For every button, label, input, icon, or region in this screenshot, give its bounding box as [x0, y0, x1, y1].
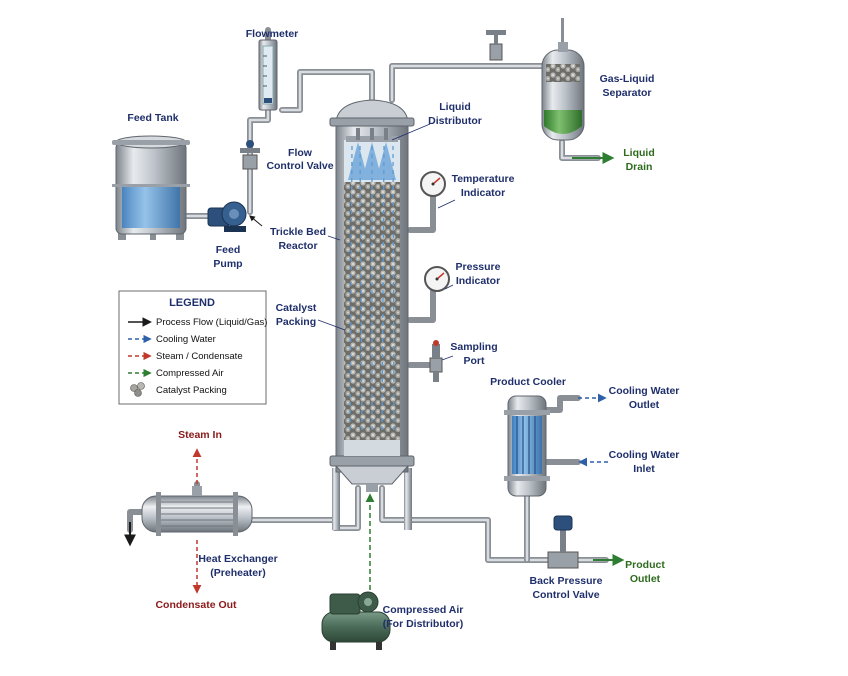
legend-item-process-flow: Process Flow (Liquid/Gas) [156, 317, 267, 328]
label-product-outlet-1: Product [625, 559, 665, 571]
label-cooling-water-inlet-1: Cooling Water [609, 449, 680, 461]
label-product-cooler: Product Cooler [490, 376, 566, 388]
label-flow-control-valve-1: Flow [288, 147, 313, 159]
label-pressure-indicator-2: Indicator [456, 275, 500, 287]
label-heat-exchanger-2: (Preheater) [210, 567, 265, 579]
label-cooling-water-inlet-2: Inlet [633, 463, 655, 475]
feed-pump [208, 202, 246, 232]
feed-pump-pointer [250, 216, 262, 226]
label-catalyst-packing-2: Packing [276, 316, 316, 328]
label-feed-tank: Feed Tank [127, 112, 178, 124]
label-temperature-indicator-1: Temperature [452, 173, 515, 185]
label-liquid-distributor-1: Liquid [439, 101, 471, 113]
trickle-bed-reactor [330, 100, 414, 530]
air-compressor [322, 592, 390, 650]
legend: LEGEND Process Flow (Liquid/Gas) Cooling… [119, 291, 267, 404]
pressure-indicator [425, 267, 449, 291]
legend-item-steam: Steam / Condensate [156, 351, 243, 362]
label-gas-liquid-separator-2: Separator [602, 87, 651, 99]
temperature-indicator [421, 172, 445, 196]
sampling-port [430, 340, 442, 382]
legend-item-cooling-water: Cooling Water [156, 334, 216, 345]
label-steam-in: Steam In [178, 429, 222, 441]
legend-item-compressed-air: Compressed Air [156, 368, 224, 379]
label-compressed-air-1: Compressed Air [383, 604, 464, 616]
product-cooler [504, 396, 550, 496]
label-back-pressure-valve-2: Control Valve [532, 589, 599, 601]
label-catalyst-packing-1: Catalyst [276, 302, 317, 314]
label-trickle-bed-2: Reactor [278, 240, 317, 252]
legend-title: LEGEND [169, 297, 215, 309]
label-sampling-port-1: Sampling [450, 341, 497, 353]
label-flowmeter: Flowmeter [246, 28, 299, 40]
heat-exchanger [142, 486, 252, 536]
label-compressed-air-2: (For Distributor) [383, 618, 464, 630]
label-liquid-drain-1: Liquid [623, 147, 655, 159]
flow-control-valve [240, 140, 260, 169]
label-temperature-indicator-2: Indicator [461, 187, 505, 199]
label-cooling-water-outlet-1: Cooling Water [609, 385, 680, 397]
feed-tank [112, 136, 190, 240]
label-product-outlet-2: Outlet [630, 573, 661, 585]
label-liquid-drain-2: Drain [626, 161, 653, 173]
legend-item-catalyst-packing: Catalyst Packing [156, 385, 227, 396]
label-back-pressure-valve-1: Back Pressure [530, 575, 603, 587]
label-cooling-water-outlet-2: Outlet [629, 399, 660, 411]
label-trickle-bed-1: Trickle Bed [270, 226, 326, 238]
label-heat-exchanger-1: Heat Exchanger [198, 553, 277, 565]
label-flow-control-valve-2: Control Valve [266, 160, 333, 172]
separator-inlet-valve [486, 30, 506, 60]
label-condensate-out: Condensate Out [155, 599, 237, 611]
label-liquid-distributor-2: Distributor [428, 115, 482, 127]
label-pressure-indicator-1: Pressure [456, 261, 501, 273]
label-feed-pump-1: Feed [216, 244, 241, 256]
flowmeter [259, 40, 277, 110]
label-sampling-port-2: Port [464, 355, 486, 367]
label-feed-pump-2: Pump [213, 258, 242, 270]
back-pressure-control-valve [548, 516, 578, 568]
gas-liquid-separator [542, 18, 584, 140]
label-gas-liquid-separator-1: Gas-Liquid [600, 73, 655, 85]
